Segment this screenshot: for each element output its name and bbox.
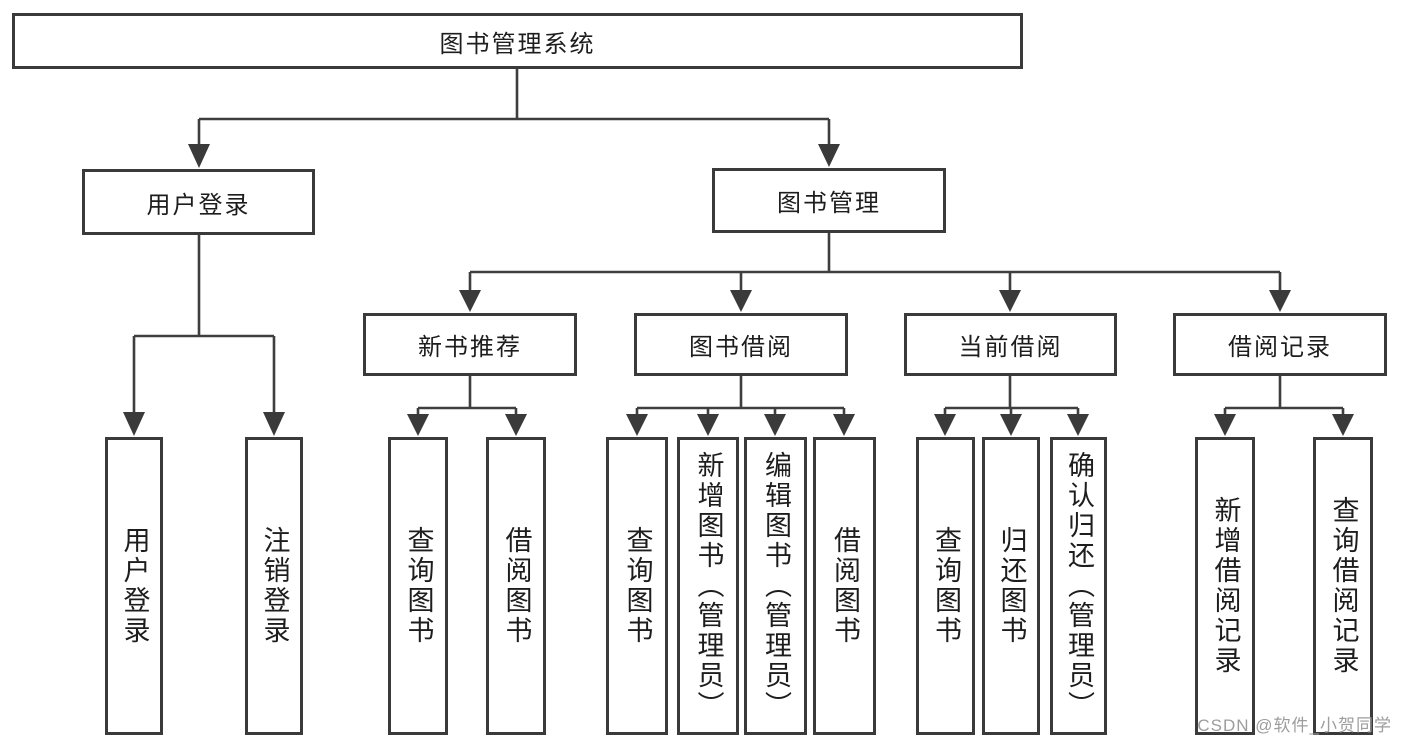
node-book-borrowing-label: 图书借阅 (689, 334, 793, 361)
arrow-down-icon (833, 414, 855, 436)
arrow-down-icon (764, 414, 786, 436)
leaf-borrowing-edit-books-label: 编辑图书（管理员） (761, 451, 791, 721)
leaf-borrowing-edit-books: 编辑图书（管理员） (744, 437, 807, 735)
node-user-login: 用户登录 (82, 169, 315, 235)
node-new-book-recommend-label: 新书推荐 (418, 334, 522, 361)
csdn-watermark: CSDN @软件_小贺同学 (1197, 716, 1392, 735)
node-current-borrowing-label: 当前借阅 (958, 334, 1063, 361)
arrow-down-icon (1214, 414, 1236, 436)
connector-new-book-children (416, 376, 518, 415)
arrow-down-icon (999, 290, 1021, 312)
leaf-borrowing-query-books: 查询图书 (606, 437, 668, 735)
arrow-down-icon (626, 414, 648, 436)
arrow-down-icon (188, 144, 210, 168)
node-root: 图书管理系统 (12, 13, 1023, 69)
arrow-down-icon (1000, 414, 1022, 436)
leaf-recommend-query-books: 查询图书 (388, 437, 448, 735)
leaf-borrowing-add-books: 新增图书（管理员） (677, 437, 739, 735)
connector-book-management-children (468, 233, 1282, 291)
leaf-records-add-record-label: 新增借阅记录 (1210, 496, 1241, 676)
node-book-borrowing: 图书借阅 (634, 313, 848, 376)
leaf-current-query-books-label: 查询图书 (931, 526, 961, 646)
arrow-down-icon (263, 412, 285, 436)
leaf-recommend-borrow-books: 借阅图书 (486, 437, 546, 735)
connector-user-login-children (132, 235, 276, 413)
node-root-label: 图书管理系统 (439, 30, 596, 58)
connector-root-to-level2 (197, 69, 831, 145)
leaf-borrowing-add-books-label: 新增图书（管理员） (693, 451, 724, 721)
arrow-down-icon (407, 414, 429, 436)
arrow-down-icon (697, 414, 719, 436)
leaf-current-confirm-return-label: 确认归还（管理员） (1064, 451, 1094, 721)
connector-borrowing-records-children (1223, 376, 1345, 415)
arrow-down-icon (1332, 414, 1354, 436)
leaf-recommend-borrow-books-label: 借阅图书 (501, 526, 532, 646)
leaf-logout: 注销登录 (245, 437, 303, 735)
leaf-records-query-record-label: 查询借阅记录 (1328, 496, 1359, 676)
node-borrowing-records-label: 借阅记录 (1228, 334, 1332, 361)
connector-current-borrowing-children (943, 376, 1080, 415)
arrow-down-icon (730, 290, 752, 312)
leaf-recommend-query-books-label: 查询图书 (403, 526, 434, 646)
leaf-current-return-books: 归还图书 (982, 437, 1040, 735)
arrow-down-icon (459, 290, 481, 312)
arrow-down-icon (934, 414, 956, 436)
node-borrowing-records: 借阅记录 (1173, 313, 1387, 376)
leaf-current-return-books-label: 归还图书 (996, 526, 1027, 646)
leaf-current-query-books: 查询图书 (916, 437, 975, 735)
node-book-management-label: 图书管理 (777, 190, 881, 217)
leaf-borrowing-query-books-label: 查询图书 (622, 526, 653, 646)
leaf-borrowing-borrow-books: 借阅图书 (813, 437, 876, 735)
leaf-current-confirm-return: 确认归还（管理员） (1050, 437, 1107, 735)
leaf-borrowing-borrow-books-label: 借阅图书 (830, 526, 860, 646)
connector-book-borrowing-children (635, 376, 846, 415)
leaf-records-add-record: 新增借阅记录 (1195, 437, 1255, 735)
node-book-management: 图书管理 (712, 168, 946, 233)
arrow-down-icon (505, 414, 527, 436)
arrow-down-icon (123, 412, 145, 436)
arrow-down-icon (818, 144, 840, 167)
leaf-user-login-label: 用户登录 (119, 526, 150, 646)
node-new-book-recommend: 新书推荐 (363, 313, 577, 376)
leaf-records-query-record: 查询借阅记录 (1313, 437, 1373, 735)
node-user-login-label: 用户登录 (146, 191, 251, 219)
leaf-logout-label: 注销登录 (259, 526, 290, 646)
node-current-borrowing: 当前借阅 (904, 313, 1117, 376)
arrow-down-icon (1269, 290, 1291, 312)
arrow-down-icon (1067, 414, 1089, 436)
leaf-user-login: 用户登录 (105, 437, 163, 735)
